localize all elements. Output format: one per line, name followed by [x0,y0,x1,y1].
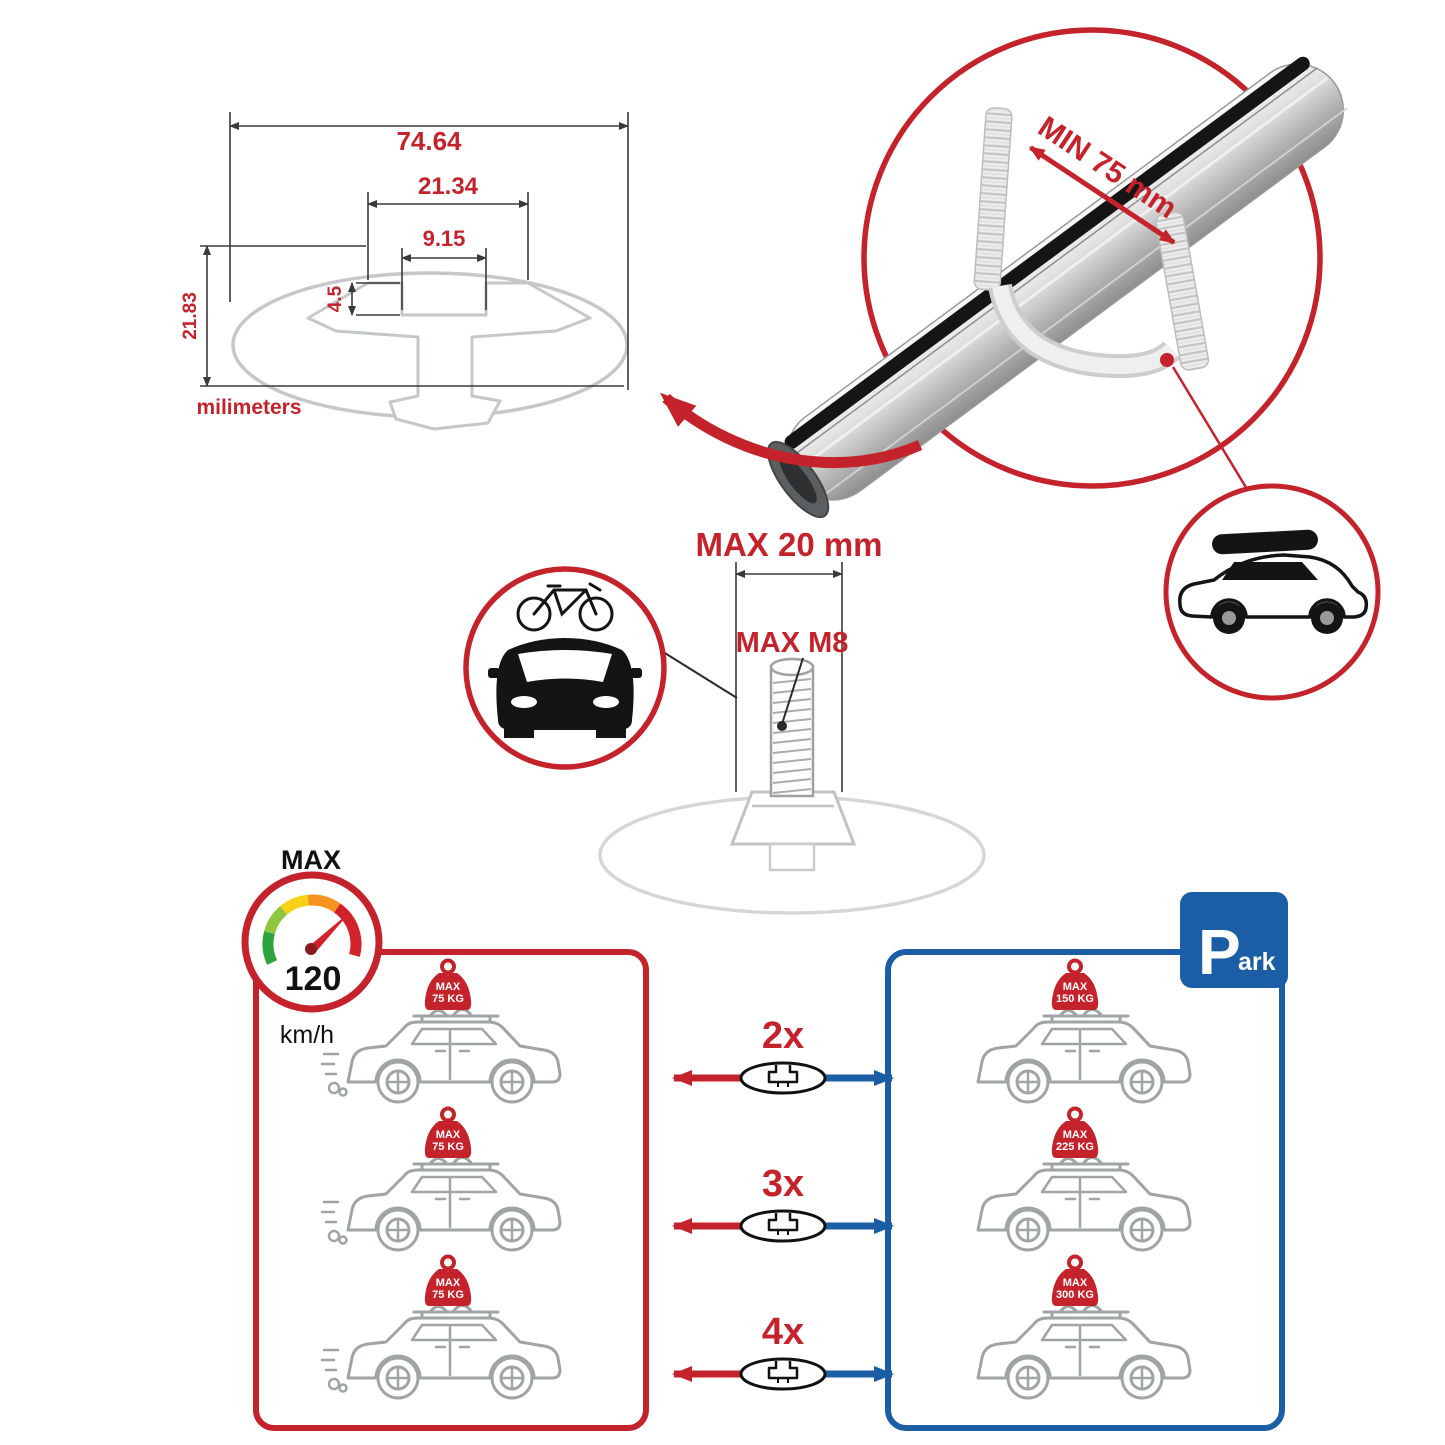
roofbox-icon [1212,529,1318,555]
bar-count: 4x [762,1311,804,1353]
t-slot-stem [768,842,816,872]
badge-label: MAX [436,981,461,993]
speed-unit: km/h [280,1021,334,1049]
cross-section-diagram: 74.64 21.34 9.15 4.5 21.83 milimeters [180,112,629,431]
crossbar-end-icon [739,1357,827,1391]
speed-max-label: MAX [281,845,341,875]
thread-leader-dot [777,721,787,731]
dim-units-label: milimeters [196,396,301,419]
parking-letter: P [1198,916,1241,988]
suv-roofbox-callout [1163,483,1381,701]
badge-label: MAX [1063,981,1088,993]
parking-suffix: ark [1238,948,1276,976]
dim-slot-depth: 4.5 [325,285,346,312]
threaded-bolt [769,657,815,798]
bolt-dimension-lines [735,562,843,792]
badge-weight: 225 KG [1056,1141,1094,1153]
badge-weight: 300 KG [1056,1289,1094,1301]
suv-body [1178,553,1369,619]
badge-label: MAX [436,1277,461,1289]
car-front-icon [488,638,642,738]
max-thread-label: MAX M8 [736,627,849,659]
badge-weight: 75 KG [432,1141,464,1153]
speedometer-icon: MAX 120 km/h [241,845,383,1049]
crossbar-callout: MIN 75 mm [659,27,1348,519]
crossbar-end-icon [739,1209,827,1243]
badge-weight: 150 KG [1056,993,1094,1005]
bar-count: 3x [762,1163,804,1205]
suv-windows [1222,562,1318,580]
callout-link-line [1171,366,1252,495]
clamp-strap [973,107,1252,495]
crossbar-profile-shape [306,281,592,431]
bar-to-section-arrow [659,392,923,469]
dimension-lines [200,112,629,390]
suv-wheel-front-hub [1222,611,1236,625]
bar-count: 2x [762,1015,804,1057]
badge-label: MAX [436,1129,461,1141]
speedometer-needle [307,911,351,953]
badge-weight: 75 KG [432,993,464,1005]
bolt-diagram: MAX 20 mm MAX M8 [598,526,986,915]
bike-callout-link [659,649,738,699]
speed-value: 120 [285,960,342,998]
thread-leader-line [781,657,804,725]
bike-icon [516,582,614,632]
badge-label: MAX [1063,1277,1088,1289]
parking-sign: P ark [1180,892,1288,988]
dim-total-width: 74.64 [396,126,462,156]
min-clamp-arrow [1028,145,1176,245]
suv-wheel-rear-hub [1320,611,1334,625]
dim-total-height: 21.83 [180,292,201,340]
comparison-section: MAX 120 km/h P ark [241,845,1288,1431]
crossbar-end-icon [739,1061,827,1095]
max-width-label: MAX 20 mm [695,526,882,563]
bar-count-column: 2x 3x 4x [672,1015,894,1391]
car-bike-callout [463,566,738,770]
badge-label: MAX [1063,1129,1088,1141]
badge-weight: 75 KG [432,1289,464,1301]
t-slot-nut [729,790,857,846]
dim-slot-width: 9.15 [423,226,466,251]
clamp-anchor-dot [1160,353,1174,367]
dim-opening-width: 21.34 [418,173,479,200]
